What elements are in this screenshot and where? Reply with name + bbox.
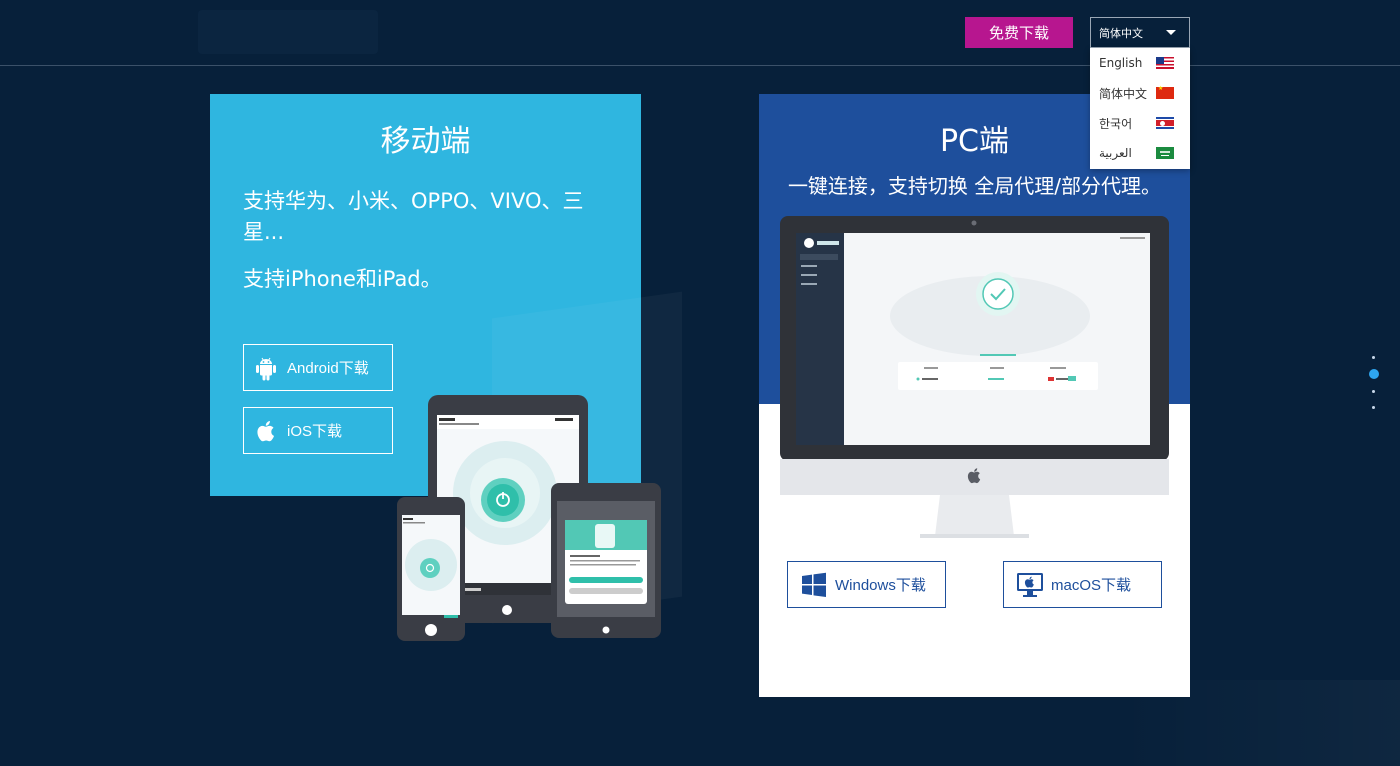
section-pager	[1368, 352, 1380, 414]
mobile-ios-support-text: 支持iPhone和iPad。	[243, 267, 442, 291]
caret-down-icon	[1166, 30, 1176, 35]
macos-download-label: macOS下载	[1051, 577, 1132, 594]
free-download-button[interactable]: 免费下载	[965, 17, 1073, 48]
language-select-value: 简体中文	[1099, 26, 1143, 40]
android-download-button[interactable]: Android下载	[243, 344, 393, 391]
kp-flag-icon	[1156, 117, 1174, 129]
android-icon	[256, 357, 276, 380]
us-flag-icon	[1156, 57, 1174, 69]
macos-download-button[interactable]: macOS下载	[1003, 561, 1162, 608]
mobile-card-title: 移动端	[380, 124, 471, 159]
windows-icon	[802, 572, 826, 597]
language-select[interactable]: 简体中文	[1090, 17, 1190, 48]
desktop-monitor-illustration	[780, 216, 1169, 538]
pager-dot-active[interactable]	[1369, 369, 1379, 379]
language-dropdown-menu: English 简体中文 한국어 العربية	[1090, 48, 1190, 169]
ios-download-button[interactable]: iOS下载	[243, 407, 393, 454]
imac-icon	[1017, 572, 1043, 597]
language-option-label: 简体中文	[1099, 86, 1148, 101]
mobile-devices-illustration	[397, 395, 661, 641]
pc-download-card: PC端 一键连接，支持切换 全局代理/部分代理。	[759, 94, 1190, 697]
pager-dot[interactable]	[1372, 390, 1375, 393]
pc-feature-text: 一键连接，支持切换 全局代理/部分代理。	[787, 174, 1162, 198]
apple-icon	[257, 420, 274, 441]
corner-decoration	[1115, 680, 1400, 766]
pager-dot[interactable]	[1372, 356, 1375, 359]
language-option-simplified-chinese[interactable]: 简体中文	[1090, 78, 1190, 108]
windows-download-button[interactable]: Windows下载	[787, 561, 946, 608]
pager-dot[interactable]	[1372, 406, 1375, 409]
site-logo[interactable]	[198, 10, 378, 54]
cn-flag-icon	[1156, 85, 1174, 99]
language-option-label: العربية	[1099, 146, 1132, 160]
sa-flag-icon	[1156, 147, 1174, 159]
ios-download-label: iOS下载	[287, 423, 343, 440]
language-option-arabic[interactable]: العربية	[1090, 138, 1190, 168]
mobile-download-card: 移动端 支持华为、小米、OPPO、VIVO、三星... 支持iPhone和iPa…	[210, 94, 641, 496]
language-option-korean[interactable]: 한국어	[1090, 108, 1190, 138]
pc-card-title: PC端	[939, 124, 1010, 159]
site-header: 免费下载 简体中文	[0, 0, 1400, 66]
language-option-label: English	[1099, 56, 1143, 70]
mobile-android-support-text: 支持华为、小米、OPPO、VIVO、三星...	[243, 189, 584, 244]
windows-download-label: Windows下载	[835, 577, 926, 594]
android-download-label: Android下载	[287, 360, 369, 377]
language-option-english[interactable]: English	[1090, 48, 1190, 78]
language-option-label: 한국어	[1099, 116, 1133, 131]
